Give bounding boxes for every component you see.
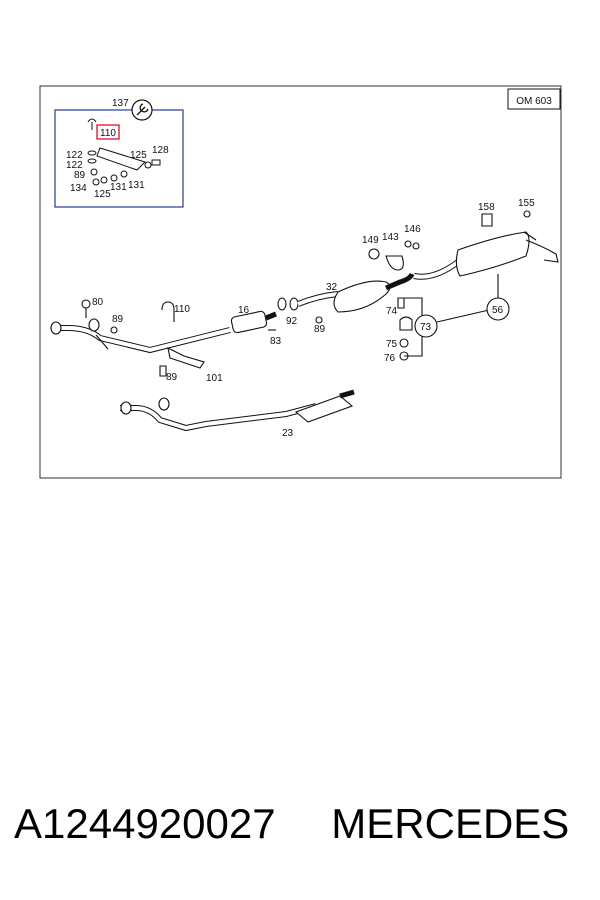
label-74: 74 [386, 306, 398, 317]
label-89a: 89 [74, 170, 86, 181]
label-125a: 125 [94, 189, 111, 200]
label-80: 80 [92, 297, 104, 308]
part-number: A1244920027 [14, 800, 276, 847]
part-labels: 137 122 122 89 134 125 131 131 125 128 8… [66, 98, 535, 439]
engine-tag: OM 603 [507, 88, 561, 110]
inset-frame [54, 109, 184, 208]
label-122b: 122 [66, 160, 83, 171]
label-155: 155 [518, 198, 535, 209]
exhaust-system [50, 210, 559, 432]
brand-name: MERCEDES [331, 800, 570, 847]
svg-text:OM 603: OM 603 [516, 96, 552, 107]
label-76: 76 [384, 353, 396, 364]
label-146: 146 [404, 224, 421, 235]
label-89b: 89 [112, 314, 124, 325]
label-131b: 131 [128, 180, 145, 191]
label-89c: 89 [314, 324, 326, 335]
label-56: 56 [492, 305, 504, 316]
diagram-frame [39, 85, 562, 479]
label-143: 143 [382, 232, 399, 243]
label-89d: 89 [166, 372, 178, 383]
label-101: 101 [206, 373, 223, 384]
label-16: 16 [238, 305, 250, 316]
svg-text:110: 110 [100, 128, 116, 139]
part-footer: A1244920027 MERCEDES [14, 800, 594, 860]
label-137: 137 [112, 98, 129, 109]
label-73: 73 [420, 322, 432, 333]
label-83: 83 [270, 336, 282, 347]
inset-parts [87, 118, 161, 186]
highlighted-part: 110 [96, 124, 120, 140]
label-131a: 131 [110, 182, 127, 193]
label-92: 92 [286, 316, 298, 327]
label-23: 23 [282, 428, 294, 439]
label-110: 110 [174, 304, 190, 315]
wrench-icon [131, 99, 153, 121]
label-75: 75 [386, 339, 398, 350]
label-158: 158 [478, 202, 495, 213]
label-125b: 125 [130, 150, 147, 161]
label-134: 134 [70, 183, 87, 194]
label-122a: 122 [66, 150, 83, 161]
label-149: 149 [362, 235, 379, 246]
label-32: 32 [326, 282, 338, 293]
label-128: 128 [152, 145, 169, 156]
